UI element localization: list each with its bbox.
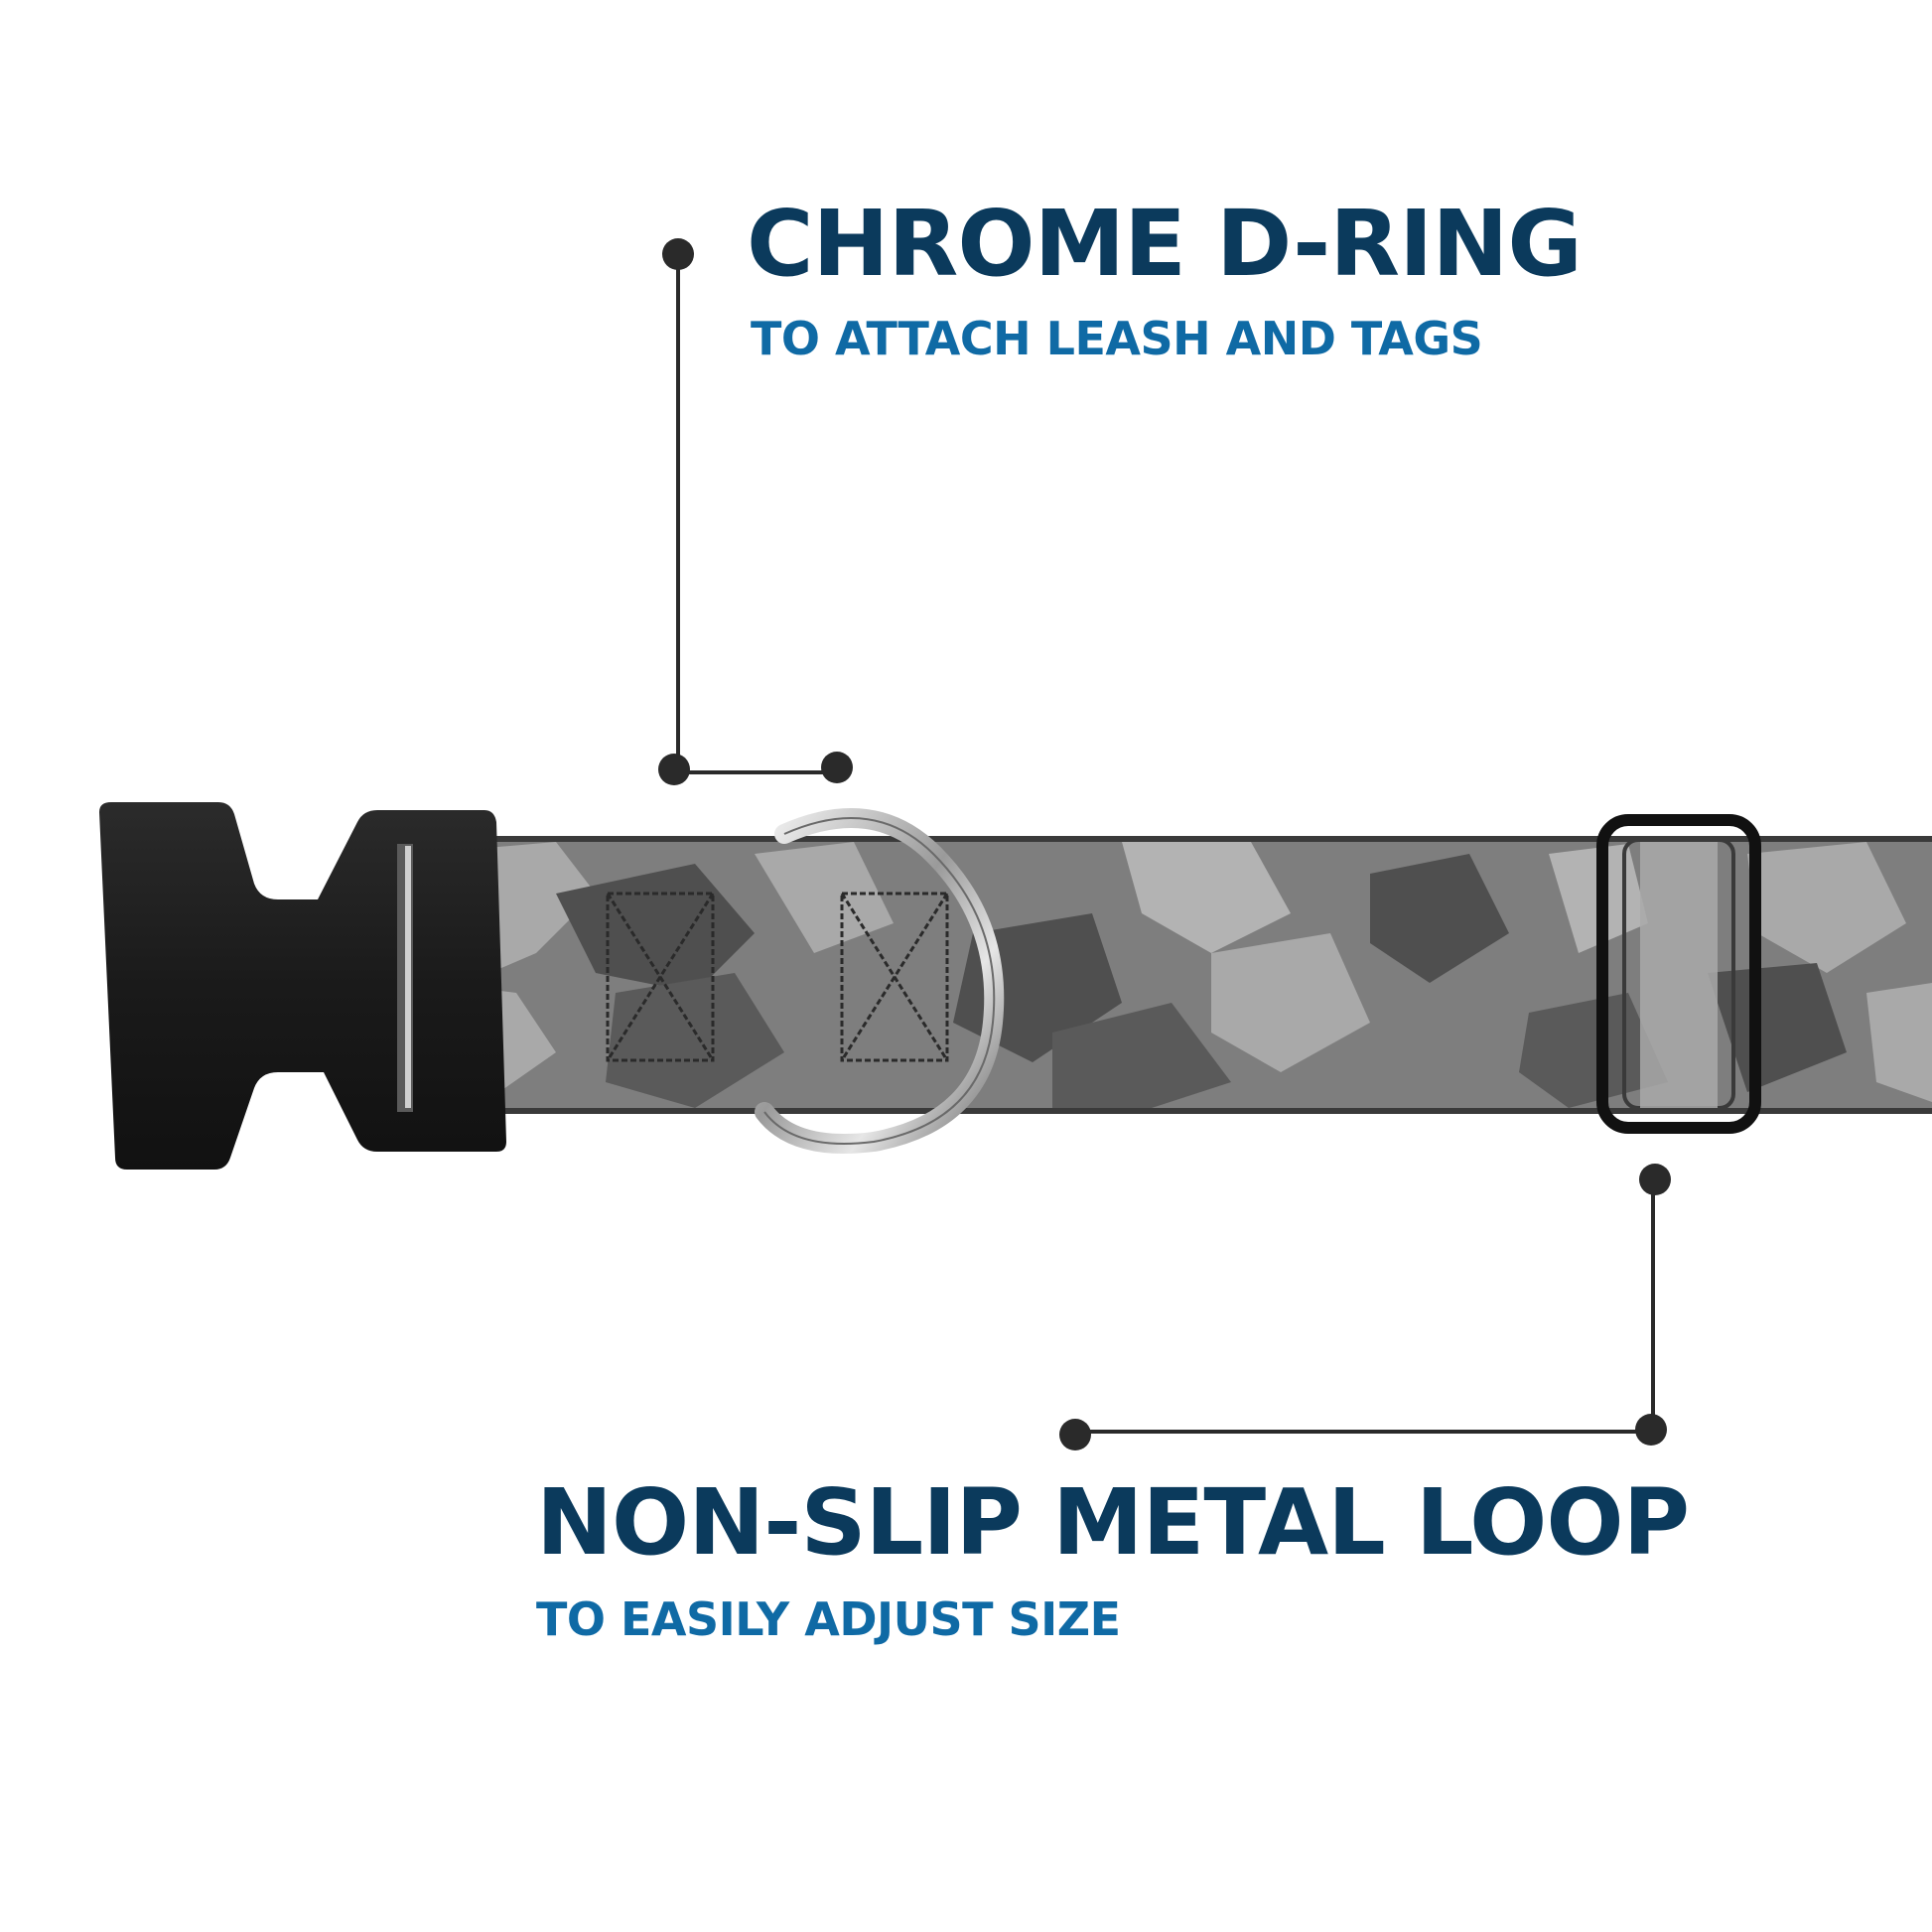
d-ring-icon: [755, 808, 1005, 1154]
d-ring-title: CHROME D-RING: [747, 191, 1583, 297]
metal-loop-subtitle: TO EASILY ADJUST SIZE: [536, 1592, 1121, 1646]
metal-loop-title: NON-SLIP METAL LOOP: [536, 1469, 1690, 1576]
leader-line-metal-loop: [1059, 1164, 1671, 1450]
stitching: [606, 892, 949, 1062]
d-ring-subtitle: TO ATTACH LEASH AND TAGS: [751, 312, 1483, 365]
side-release-buckle-icon: [99, 802, 506, 1170]
slide-loop-icon: [1596, 814, 1761, 1134]
leader-line-d-ring: [658, 238, 853, 785]
